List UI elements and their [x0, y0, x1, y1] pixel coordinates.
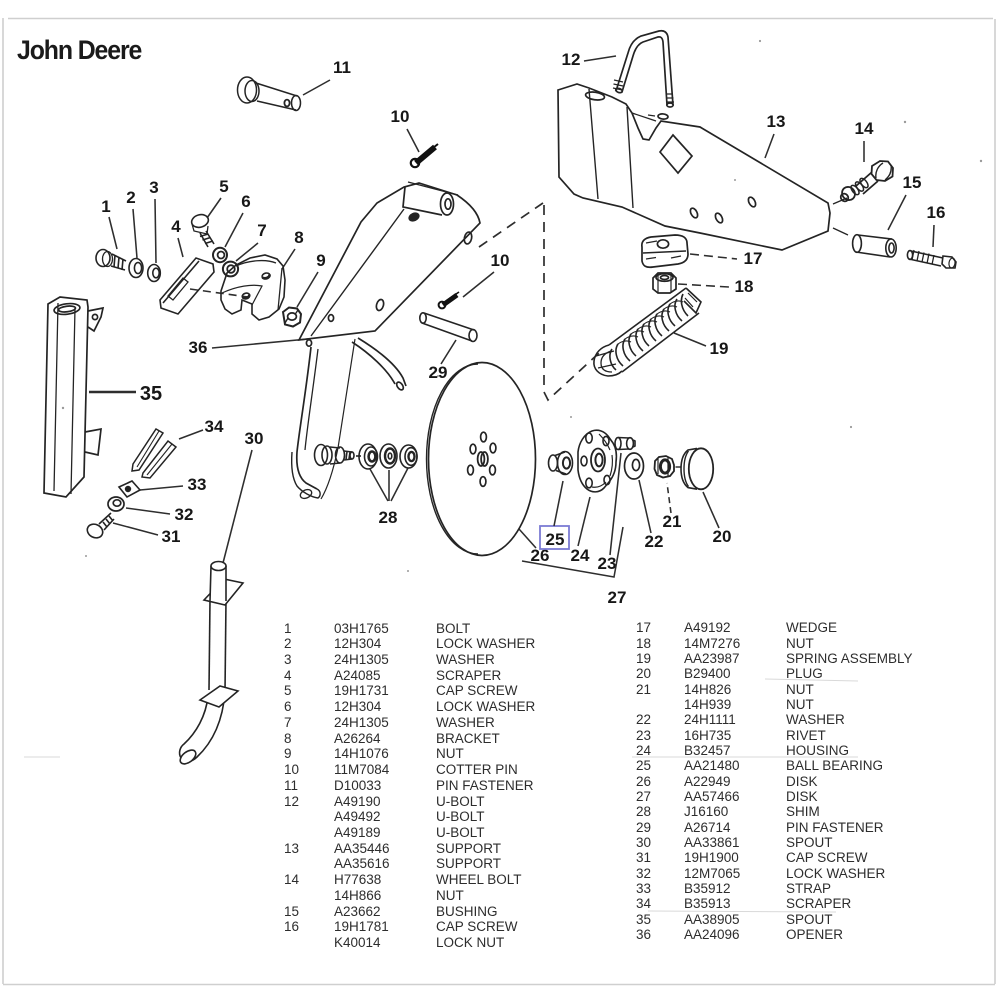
svg-text:5: 5: [219, 177, 228, 196]
svg-text:13: 13: [767, 112, 786, 131]
svg-text:3: 3: [149, 178, 158, 197]
svg-text:1: 1: [101, 197, 110, 216]
svg-text:10: 10: [491, 251, 510, 270]
svg-text:2: 2: [126, 188, 135, 207]
svg-text:29: 29: [429, 363, 448, 382]
svg-text:30: 30: [245, 429, 264, 448]
svg-text:23: 23: [598, 554, 617, 573]
svg-text:24: 24: [571, 546, 590, 565]
svg-text:10: 10: [391, 107, 410, 126]
svg-text:15: 15: [903, 173, 922, 192]
svg-text:9: 9: [316, 251, 325, 270]
svg-text:34: 34: [205, 417, 224, 436]
svg-text:6: 6: [241, 192, 250, 211]
svg-text:32: 32: [175, 505, 194, 524]
svg-text:21: 21: [663, 512, 682, 531]
svg-text:25: 25: [546, 530, 565, 549]
svg-text:7: 7: [257, 221, 266, 240]
svg-text:36: 36: [189, 338, 208, 357]
svg-text:20: 20: [713, 527, 732, 546]
svg-text:31: 31: [162, 527, 181, 546]
svg-text:22: 22: [645, 532, 664, 551]
svg-text:17: 17: [744, 249, 763, 268]
svg-text:35: 35: [140, 383, 162, 405]
svg-text:11: 11: [333, 58, 351, 77]
svg-text:27: 27: [608, 588, 627, 607]
svg-text:4: 4: [171, 217, 181, 236]
svg-text:26: 26: [531, 546, 550, 565]
svg-text:8: 8: [294, 228, 303, 247]
svg-text:16: 16: [927, 203, 946, 222]
svg-text:12: 12: [562, 50, 581, 69]
svg-text:28: 28: [379, 508, 398, 527]
svg-text:19: 19: [710, 339, 729, 358]
svg-text:33: 33: [188, 475, 207, 494]
svg-text:14: 14: [855, 119, 874, 138]
svg-text:18: 18: [735, 277, 754, 296]
